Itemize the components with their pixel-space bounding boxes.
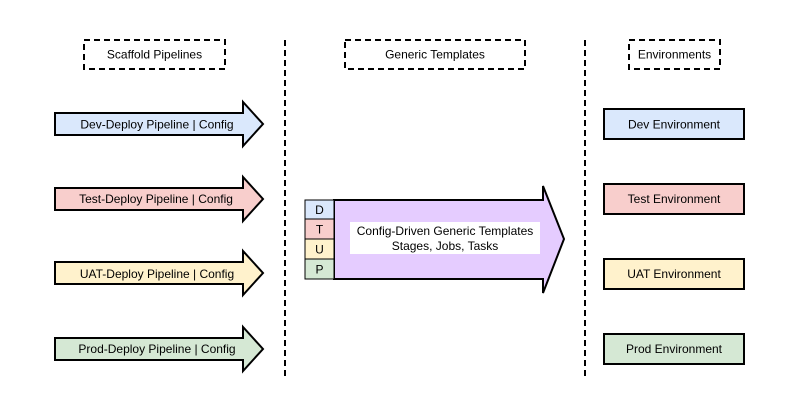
stage-cell-box <box>304 258 335 280</box>
pipeline-arrow-shape <box>54 248 265 298</box>
header-generic-label: Generic Templates <box>385 48 485 62</box>
pipeline-label-dev: Dev-Deploy Pipeline | Config <box>80 118 233 132</box>
pipeline-arrow-shape <box>54 324 265 374</box>
stage-cell-u: U <box>304 238 335 260</box>
environment-prod: Prod Environment <box>603 333 745 365</box>
environment-label-dev: Dev Environment <box>628 118 721 132</box>
environment-uat: UAT Environment <box>603 258 745 290</box>
pipeline-arrow-uat: UAT-Deploy Pipeline | Config <box>54 248 265 298</box>
pipeline-arrow-shape <box>54 174 265 224</box>
stage-stack: D T U P <box>304 199 335 280</box>
environment-dev: Dev Environment <box>603 108 745 140</box>
header-scaffold-pipelines: Scaffold Pipelines <box>83 39 226 70</box>
template-text-background <box>350 222 540 254</box>
template-title: Config-Driven Generic Templates <box>357 224 534 238</box>
stage-letter-u: U <box>315 243 324 257</box>
environment-label-uat: UAT Environment <box>627 267 721 281</box>
header-scaffold-label: Scaffold Pipelines <box>107 48 202 62</box>
header-generic-templates: Generic Templates <box>344 39 526 70</box>
stage-letter-t: T <box>316 223 324 237</box>
pipeline-arrow-dev: Dev-Deploy Pipeline | Config <box>54 99 265 149</box>
header-environments-label: Environments <box>638 48 711 62</box>
generic-template-arrow: Config-Driven Generic Templates Stages, … <box>333 185 566 294</box>
pipeline-arrow-test: Test-Deploy Pipeline | Config <box>54 174 265 224</box>
header-environments: Environments <box>628 39 721 70</box>
stage-cell-p: P <box>304 258 335 280</box>
pipeline-arrow-prod: Prod-Deploy Pipeline | Config <box>54 324 265 374</box>
template-subtitle: Stages, Jobs, Tasks <box>392 239 499 253</box>
stage-cell-d: D <box>304 199 335 220</box>
stage-cell-t: T <box>304 218 335 240</box>
pipeline-label-prod: Prod-Deploy Pipeline | Config <box>78 342 235 356</box>
stage-letter-p: P <box>315 263 323 277</box>
environment-label-test: Test Environment <box>628 192 721 206</box>
environment-box <box>603 258 745 290</box>
pipeline-label-uat: UAT-Deploy Pipeline | Config <box>80 267 234 281</box>
environment-label-prod: Prod Environment <box>626 342 723 356</box>
environment-test: Test Environment <box>603 183 745 215</box>
environment-box <box>603 108 745 140</box>
environment-box <box>603 183 745 215</box>
pipeline-label-test: Test-Deploy Pipeline | Config <box>79 192 233 206</box>
environment-box <box>603 333 745 365</box>
pipeline-arrow-shape <box>54 99 265 149</box>
stage-letter-d: D <box>315 203 324 217</box>
